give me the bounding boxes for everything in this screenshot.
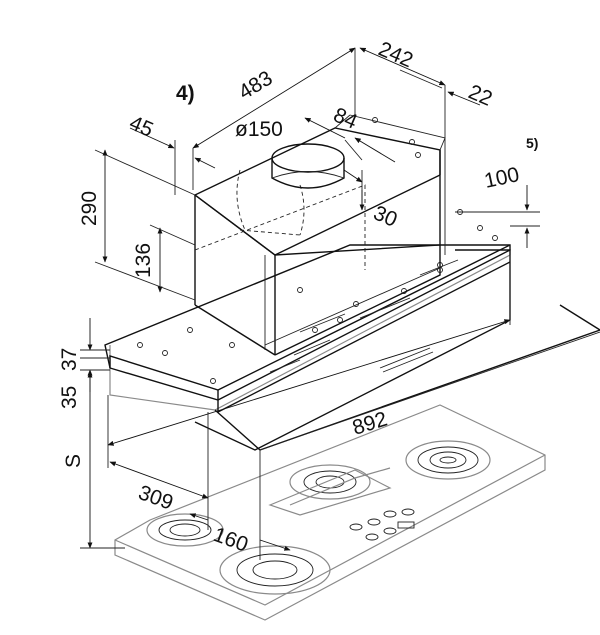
clearance-label: S: [62, 454, 85, 468]
cooktop: [114, 404, 546, 621]
duct-collar: [271, 143, 345, 189]
burner-back-right: [405, 440, 491, 480]
duct-diameter-label: ø150: [235, 118, 283, 141]
note-marker-label: 4): [176, 82, 195, 105]
burner-front-right: [219, 545, 331, 595]
bracket-note-label: 5): [526, 135, 538, 151]
chimney-width-label: 242: [375, 37, 416, 72]
offset-left-label: 45: [126, 111, 156, 141]
duct-offset-label: 84: [330, 103, 361, 133]
burner-front-left: [146, 513, 224, 547]
front-depth-label: 309: [135, 481, 176, 515]
cutout-depth-label: 160: [210, 523, 251, 557]
lower-height-label: 136: [132, 243, 155, 278]
panel-height-label: 35: [58, 386, 81, 409]
hood-frame: [104, 209, 600, 451]
bracket-height-label: 100: [482, 163, 521, 193]
frame-height-label: 37: [58, 348, 81, 371]
dimension-lines: [80, 47, 540, 560]
offset-right-label: 22: [465, 80, 495, 110]
total-width-label: 892: [350, 408, 390, 440]
dimension-labels: 4) 483 242 22 45 ø150 84 30 290 136 100 …: [58, 37, 538, 556]
motor-box: [193, 114, 446, 356]
burner-back-left: [289, 464, 371, 500]
cooktop-controls: [349, 508, 415, 541]
hood-depth-label: 483: [235, 67, 277, 105]
wall-cabinet-outline: [109, 249, 511, 451]
total-height-label: 290: [78, 191, 101, 226]
